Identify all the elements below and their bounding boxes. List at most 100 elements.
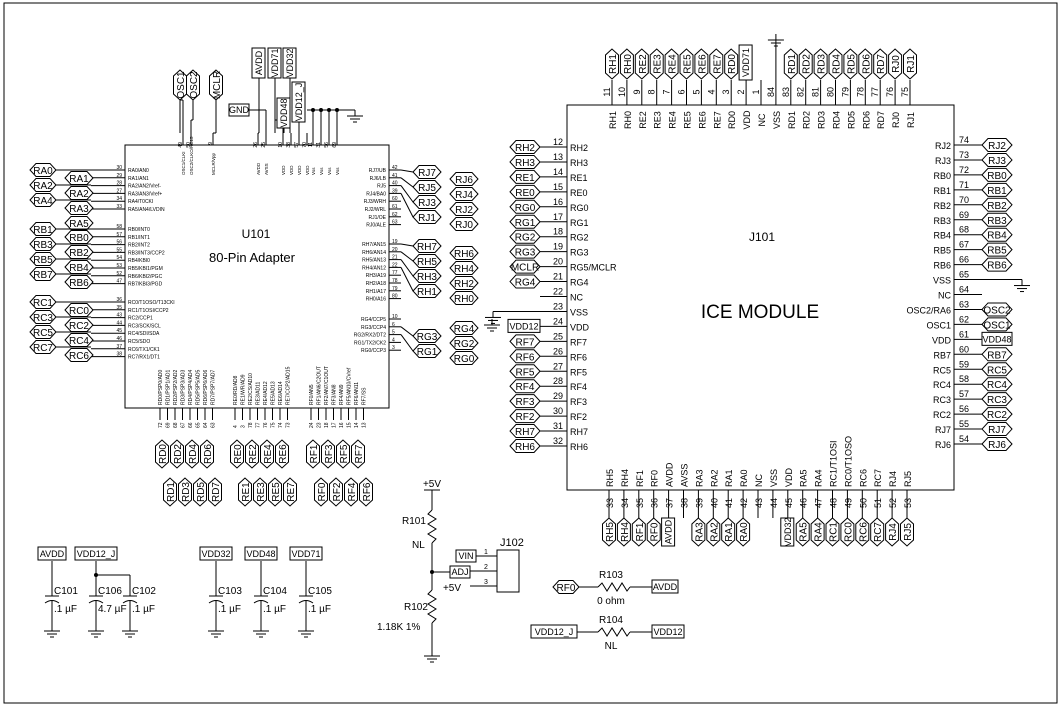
vin-label: VIN xyxy=(458,551,473,561)
u101-bottom-flag-upper-label: RD2 xyxy=(173,444,184,464)
j101-right-pin-label: RB2 xyxy=(933,201,951,211)
u101-top-pin-label: Vss xyxy=(327,167,332,175)
u101-top-pin-label: AVSS xyxy=(264,163,269,175)
u101-left-pin-num: 52 xyxy=(116,271,122,277)
cap-plate-curved xyxy=(44,600,60,604)
u101-right-flag2-label: RG4 xyxy=(454,324,475,335)
u101-left-pin-num: 46 xyxy=(116,336,122,342)
u101-right-pin-label: RG1/TX2/CK2 xyxy=(354,340,386,346)
j101-right-flag xyxy=(981,392,1013,407)
j101-left-pin-label: VSS xyxy=(570,307,588,317)
j101-left-pin-num: 15 xyxy=(553,182,563,192)
j101-left-flag xyxy=(509,259,541,274)
u101-right-pin-num: 39 xyxy=(392,188,398,194)
u101-left-pin-num: 43 xyxy=(116,313,122,319)
j101-left-flag-label: RF5 xyxy=(516,367,535,378)
u101-right-flag2 xyxy=(449,172,479,186)
vdd48-label-text: VDD48 xyxy=(279,98,289,127)
j101-right-pin-label: OSC2/RA6 xyxy=(906,305,951,315)
j101-right-flag xyxy=(981,182,1013,197)
u101-right-pin-label: RG3/CCP4 xyxy=(361,325,386,331)
vdd12-label xyxy=(507,318,541,333)
c104-net-label-text: VDD48 xyxy=(246,549,275,559)
u101-bottom-flag-lower-label: RE3 xyxy=(256,482,267,502)
j101-bottom-pin-label: RH5 xyxy=(605,469,615,487)
j101-bottom-power-label-text: AVDD xyxy=(664,519,674,544)
u101-bottom-flag-lower xyxy=(268,477,282,507)
j101-top-flag xyxy=(679,48,694,80)
u101-right-pin-num: 40 xyxy=(392,181,398,187)
j101-bottom-pin-label: RC7 xyxy=(873,469,883,487)
j101-bottom-flag-label: RH4 xyxy=(620,522,631,542)
j101-right-flag-label: RB6 xyxy=(987,261,1007,272)
u101-left-local-flag-label: RB2 xyxy=(69,248,89,259)
j101-left-flag-label: RF2 xyxy=(516,412,535,423)
j101-bottom-pin-label: RF1 xyxy=(635,470,645,487)
u101-right-flag2 xyxy=(449,261,479,275)
j101-top-pin-label: RD7 xyxy=(876,111,886,129)
j101-right-pin-label: RB1 xyxy=(933,186,951,196)
u101-bottom-pin-num: 16 xyxy=(339,422,345,428)
j102-ref: J102 xyxy=(500,537,524,549)
j101-bottom-pin-num: 38 xyxy=(680,498,690,508)
u101-right-flag2 xyxy=(449,246,479,260)
j101-left-flag-label: RG3 xyxy=(515,248,536,259)
r104-ref: R104 xyxy=(599,615,623,626)
u101-right-pin-num: 60 xyxy=(392,196,398,202)
u101-right-pin-num: 42 xyxy=(392,165,398,171)
j101-top-pin-label: RH1 xyxy=(608,111,618,129)
gnd-label-text: GND xyxy=(229,105,250,115)
j101-bottom-flag xyxy=(706,517,721,547)
j101-right-pin-label: VSS xyxy=(933,276,951,286)
j101-bottom-pin-num: 43 xyxy=(754,498,764,508)
j101-top-pin-num: 1 xyxy=(751,89,761,94)
j101-bottom-pin-num: 45 xyxy=(784,498,794,508)
u101-top-pin-num: 31 xyxy=(316,142,322,148)
cap-ref: C101 xyxy=(54,586,78,597)
j101-bottom-flag-label: RF1 xyxy=(635,522,646,541)
u101-bottom-flag-upper xyxy=(245,439,259,469)
u101-left-pin-num: 54 xyxy=(116,255,122,261)
r104-right-label xyxy=(651,624,685,639)
u101-left-global-flag-label: RC5 xyxy=(33,328,53,339)
j101-top-flag-label: RD0 xyxy=(727,54,738,74)
j101-top-pin-label: VSS xyxy=(772,111,782,129)
u101-right-wire xyxy=(400,243,414,247)
j101-left-pin-label: RH3 xyxy=(570,158,588,168)
u101-bottom-flag-upper xyxy=(170,439,184,469)
j101-left-pin-num: 26 xyxy=(553,346,563,356)
u101-left-pin-label: RB0/INT0 xyxy=(128,227,150,233)
j101-right-pin-num: 67 xyxy=(959,240,969,250)
u101-left-pin-label: RB2/INT2 xyxy=(128,243,150,249)
j101-right-pin-label: RB0 xyxy=(933,171,951,181)
u101-bottom-flag-upper xyxy=(275,439,289,469)
u101-bottom-flag-upper xyxy=(155,439,169,469)
u101-right-pin-num: 20 xyxy=(392,247,398,253)
u101-top-pin-num: 26 xyxy=(253,142,259,148)
j101-left-flag xyxy=(509,229,541,244)
u101-bottom-pin-num: 65 xyxy=(196,422,202,428)
j101-top-flag xyxy=(798,48,813,80)
j101-top-flag xyxy=(724,48,739,80)
j101-bottom-flag xyxy=(616,517,631,547)
j101-top-flag-label: RH0 xyxy=(623,54,634,74)
j101-top-flag xyxy=(709,48,724,80)
u101-right-flag2 xyxy=(449,336,479,350)
u101-right-pin-label: RJ5 xyxy=(377,184,386,190)
u101-bottom-flag-lower xyxy=(163,477,177,507)
j101-right-flag xyxy=(981,227,1013,242)
u101-left-pin-label: RC3/SCK/SCL xyxy=(128,323,161,329)
j101-left-pin-label: RF2 xyxy=(570,412,587,422)
u101-top-pin-num: 57 xyxy=(294,142,300,148)
j101-left-pin-num: 18 xyxy=(553,227,563,237)
j101-top-flag-label: RD1 xyxy=(787,54,798,74)
r102-value: 1.18K 1% xyxy=(377,622,420,633)
r102-resistor xyxy=(427,589,437,624)
j101-top-flag-label: RD2 xyxy=(802,54,813,74)
mclr-flag-label: MCLR xyxy=(212,71,223,99)
j101-bottom-flag-label: RJ5 xyxy=(903,523,914,541)
u101-left-local-flag xyxy=(64,275,94,289)
vdd71-label-j xyxy=(738,44,753,81)
u101-right-pin-label: RJ2/WRL xyxy=(365,207,387,213)
vin-label-box xyxy=(455,549,477,563)
